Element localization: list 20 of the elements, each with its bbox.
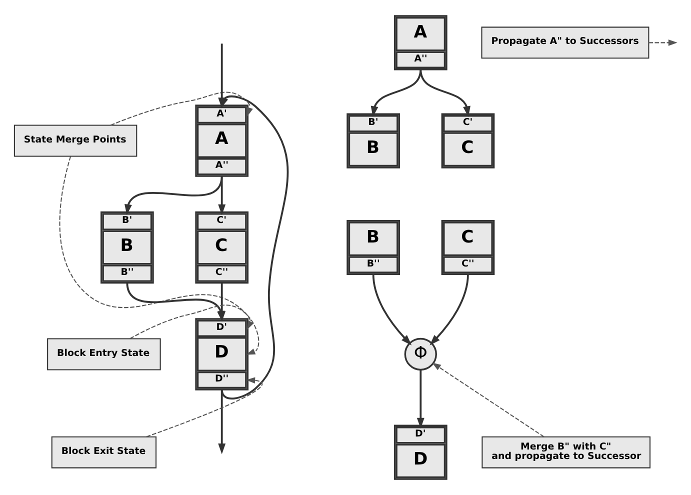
arrow	[370, 69, 422, 117]
arrow	[110, 92, 253, 126]
arrow	[430, 274, 469, 346]
arrow	[146, 377, 262, 438]
node-box: Block Exit State	[51, 436, 157, 468]
arrow	[648, 40, 678, 46]
node-box: State Merge Points	[14, 124, 138, 157]
arrow	[372, 274, 412, 346]
arrow	[218, 390, 226, 454]
arrow	[218, 176, 226, 216]
arrow	[432, 362, 544, 438]
arrow	[130, 304, 260, 355]
node-box: Block Entry State	[47, 338, 161, 370]
arrow	[416, 370, 424, 429]
node-box: Merge B" with C" and propagate to Successor	[482, 436, 651, 468]
arrow	[59, 156, 254, 330]
node-box: Propagate A" to Successors	[481, 26, 650, 59]
node-circle: Φ	[404, 338, 437, 371]
arrow	[124, 176, 223, 216]
arrow	[420, 69, 470, 117]
